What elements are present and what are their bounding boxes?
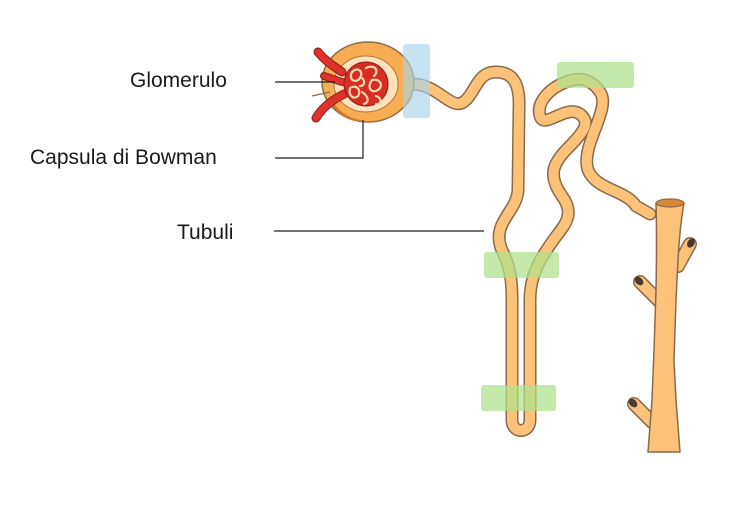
renal-tubule xyxy=(405,65,657,437)
label-glomerulo: Glomerulo xyxy=(130,69,227,92)
highlight-blue-capsule-outlet xyxy=(403,44,430,118)
highlight-green-distal xyxy=(557,62,634,88)
label-tubuli: Tubuli xyxy=(177,221,234,244)
label-capsula-di-bowman: Capsula di Bowman xyxy=(30,146,217,169)
duct-trunk xyxy=(647,202,685,453)
glomerulus xyxy=(311,47,389,123)
highlight-regions xyxy=(403,44,634,411)
leader-line-capsula xyxy=(275,120,364,159)
capillary-loops xyxy=(348,65,382,106)
duct-branches xyxy=(627,237,697,429)
collecting-duct xyxy=(627,198,697,453)
duct-opening xyxy=(655,198,685,208)
leader-lines xyxy=(274,81,484,232)
highlight-green-loop-lower xyxy=(481,385,556,411)
highlight-green-loop-upper xyxy=(484,252,559,278)
